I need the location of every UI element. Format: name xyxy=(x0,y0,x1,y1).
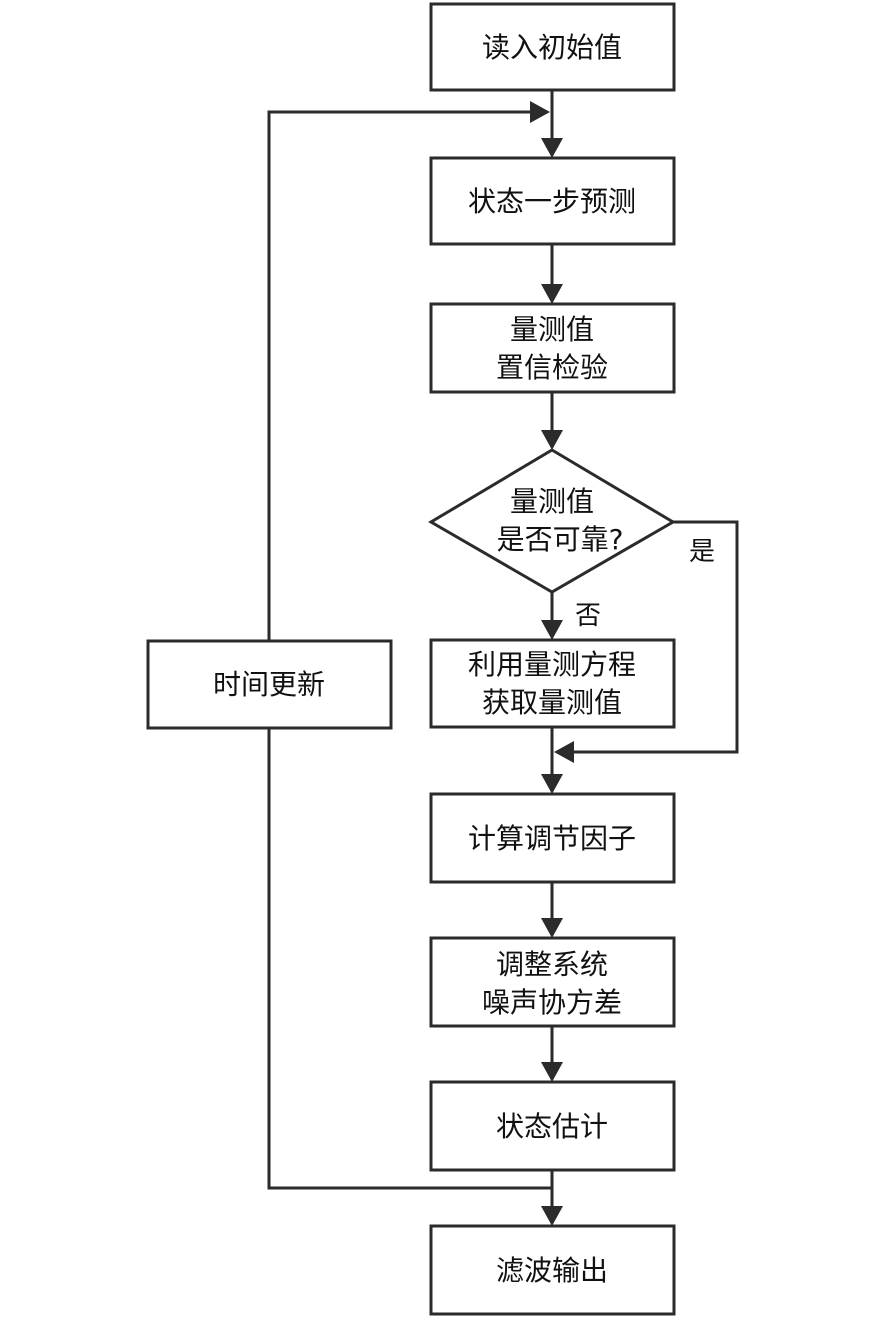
node-obtain-line1: 利用量测方程 xyxy=(468,648,636,681)
arrowhead-estimate-in xyxy=(541,1062,563,1082)
arrowhead-factor-in xyxy=(541,774,563,794)
arrowhead-yes-merge xyxy=(554,741,574,763)
edge-feedback-to-time-update xyxy=(267,728,552,1190)
node-adjust-line2: 噪声协方差 xyxy=(482,986,622,1019)
node-factor: 计算调节因子 xyxy=(429,792,676,884)
node-time-update-label: 时间更新 xyxy=(213,668,325,701)
node-confidence: 量测值 置信检验 xyxy=(429,302,676,394)
node-reliable-line1: 量测值 xyxy=(510,485,594,518)
arrowhead-confidence-in xyxy=(541,284,563,304)
arrowhead-output-in xyxy=(541,1206,563,1226)
arrowhead-adjust-in xyxy=(541,918,563,938)
node-estimate: 状态估计 xyxy=(429,1080,676,1172)
node-output-label: 滤波输出 xyxy=(496,1254,608,1287)
edge-label-no: 否 xyxy=(575,601,601,631)
arrowheads xyxy=(530,101,574,1226)
connectors xyxy=(267,90,739,1208)
arrowhead-decision-in xyxy=(541,430,563,450)
node-predict: 状态一步预测 xyxy=(429,156,676,246)
edge-time-update-to-predict xyxy=(267,110,532,641)
node-confidence-line2: 置信检验 xyxy=(496,351,608,384)
edge-decision-yes xyxy=(572,520,739,754)
node-factor-label: 计算调节因子 xyxy=(468,822,636,855)
node-estimate-label: 状态估计 xyxy=(496,1110,608,1143)
node-adjust: 调整系统 噪声协方差 xyxy=(429,936,676,1028)
node-reliable-line2: 是否可靠? xyxy=(497,523,624,556)
node-read-init: 读入初始值 xyxy=(429,2,676,92)
arrowhead-feedback-in xyxy=(530,101,550,123)
arrowhead-obtain-in xyxy=(541,620,563,640)
node-predict-label: 状态一步预测 xyxy=(468,185,636,218)
node-obtain-line2: 获取量测值 xyxy=(482,686,622,719)
node-obtain: 利用量测方程 获取量测值 xyxy=(429,638,676,729)
arrowhead-predict-in xyxy=(541,138,563,158)
node-time-update: 时间更新 xyxy=(146,639,393,730)
node-read-init-label: 读入初始值 xyxy=(482,31,622,64)
node-adjust-line1: 调整系统 xyxy=(496,948,608,981)
node-output: 滤波输出 xyxy=(429,1224,676,1316)
node-confidence-line1: 量测值 xyxy=(510,313,594,346)
edge-label-yes: 是 xyxy=(689,537,715,567)
node-reliable-decision: 量测值 是否可靠? xyxy=(428,448,676,594)
